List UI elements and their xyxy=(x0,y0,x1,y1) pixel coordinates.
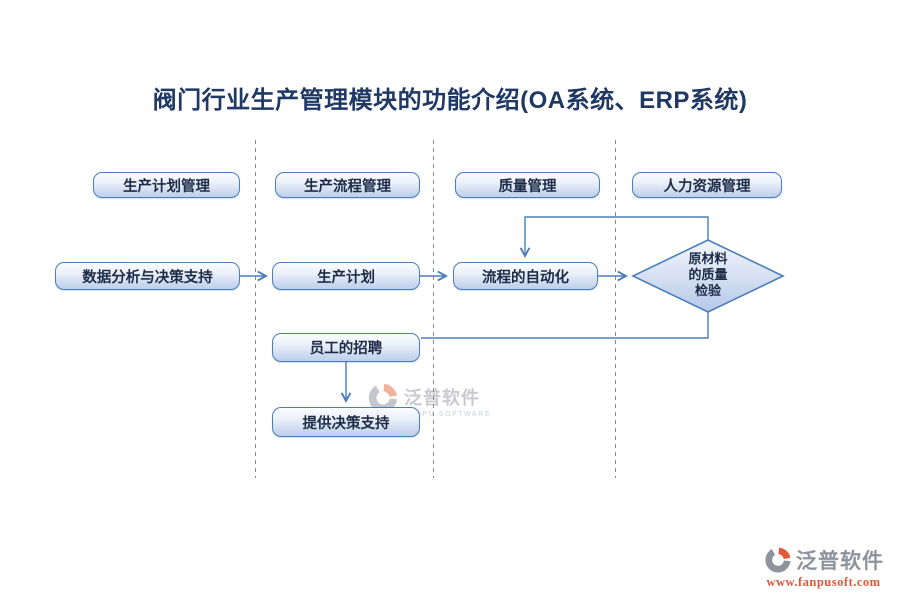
flow-node-employee-recruitment: 员工的招聘 xyxy=(272,333,420,362)
edge-inspection-to-employee-recruitment xyxy=(421,312,709,339)
fanpu-logo-icon xyxy=(765,547,791,573)
lane-divider-1 xyxy=(255,140,256,478)
node-label: 生产流程管理 xyxy=(304,178,391,195)
node-label: 生产计划管理 xyxy=(123,178,210,195)
watermark-subtitle: FANPU SOFTWARE xyxy=(404,411,492,418)
node-label: 提供决策支持 xyxy=(302,415,390,432)
page-title: 阀门行业生产管理模块的功能介绍(OA系统、ERP系统) xyxy=(152,87,748,114)
header-node-hr-management: 人力资源管理 xyxy=(632,172,782,198)
node-label: 人力资源管理 xyxy=(663,178,751,195)
edge-inspection-feedback-to-process-automation xyxy=(519,216,709,258)
header-node-production-plan-management: 生产计划管理 xyxy=(93,172,240,198)
flow-node-process-automation: 流程的自动化 xyxy=(453,262,598,290)
watermark-brand: 泛普软件 xyxy=(404,388,480,408)
header-node-quality-management: 质量管理 xyxy=(455,172,600,198)
node-label: 数据分析与决策支持 xyxy=(82,269,213,286)
watermark: 泛普软件 FANPU SOFTWARE xyxy=(366,381,491,418)
flow-node-data-analysis: 数据分析与决策支持 xyxy=(55,262,240,290)
footer-logo: 泛普软件 www.fanpusoft.com xyxy=(763,545,884,590)
footer-brand: 泛普软件 xyxy=(796,550,884,573)
node-label: 流程的自动化 xyxy=(482,269,569,286)
lane-divider-2 xyxy=(433,140,434,478)
flow-node-production-plan: 生产计划 xyxy=(272,262,420,290)
flow-node-decision-support: 提供决策支持 xyxy=(272,407,420,437)
fanpu-logo-icon xyxy=(368,383,398,413)
node-label: 员工的招聘 xyxy=(309,341,383,357)
node-label: 质量管理 xyxy=(498,178,557,195)
node-label: 生产计划 xyxy=(317,269,375,286)
header-node-production-process-management: 生产流程管理 xyxy=(275,172,420,198)
diamond-label: 原材料的质量检验 xyxy=(688,251,728,298)
footer-url: www.fanpusoft.com xyxy=(766,575,881,589)
lane-divider-3 xyxy=(615,140,616,478)
